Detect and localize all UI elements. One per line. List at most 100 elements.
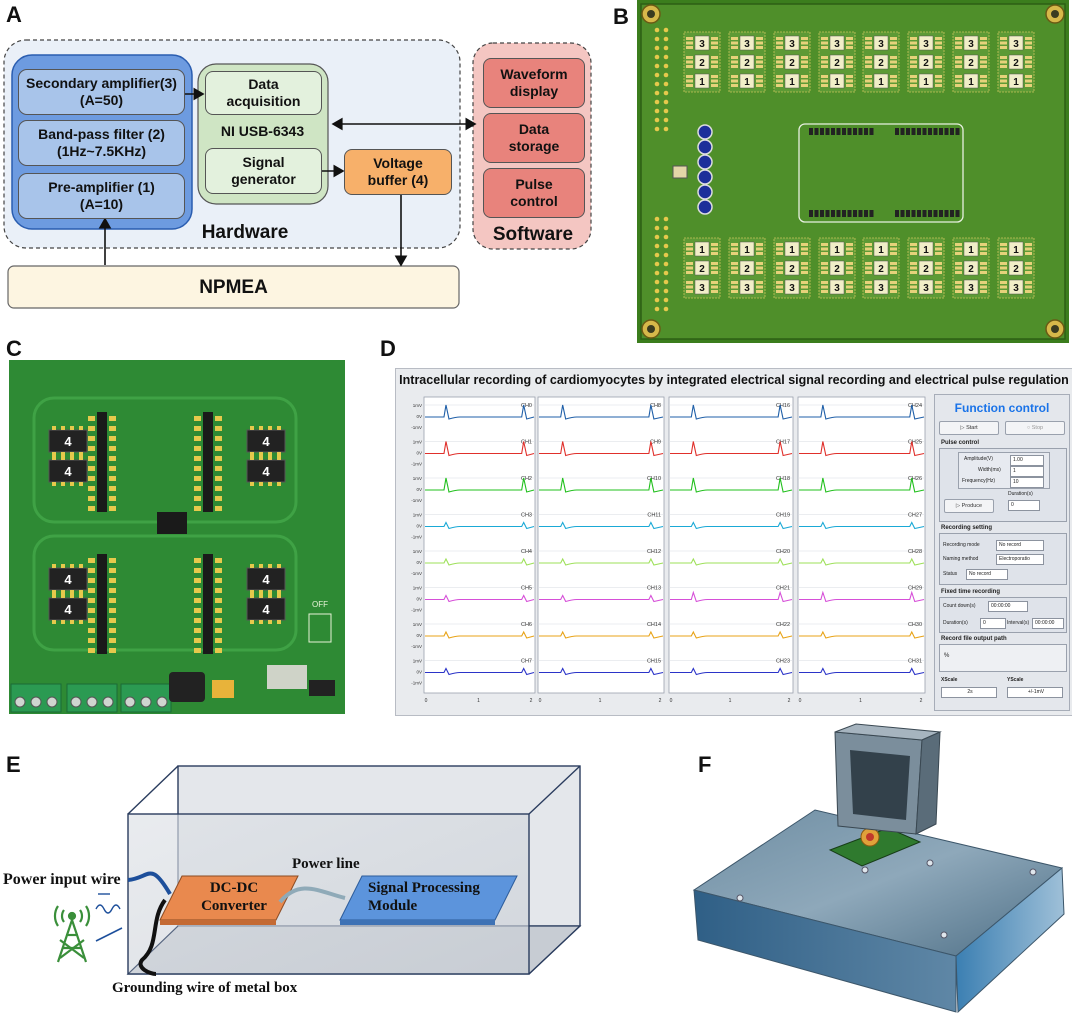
amplifier-module: 123 bbox=[907, 237, 945, 299]
naming-method-select[interactable]: Electroporatio bbox=[996, 554, 1044, 565]
module-chip bbox=[1008, 260, 1024, 276]
x-tick-label: 0 bbox=[425, 698, 428, 704]
channel-trace bbox=[799, 404, 925, 420]
smd-pad bbox=[756, 46, 763, 49]
channel-label: CH1 bbox=[521, 440, 532, 446]
ic-pin bbox=[268, 564, 272, 568]
smd-pad bbox=[756, 262, 763, 265]
output-path-field[interactable]: % bbox=[939, 644, 1067, 672]
xscale-select[interactable]: 2s bbox=[941, 687, 997, 698]
ic-pin bbox=[52, 564, 56, 568]
y-tick-label: 1mV bbox=[413, 403, 422, 408]
module-chip bbox=[784, 73, 800, 89]
smd-pad bbox=[1000, 65, 1007, 68]
smd-pad bbox=[846, 247, 853, 251]
header-pin bbox=[955, 210, 960, 217]
channel-trace bbox=[539, 404, 664, 420]
frequency-input[interactable]: 10 bbox=[1010, 477, 1044, 488]
smd-pad bbox=[910, 60, 917, 64]
channel-trace bbox=[425, 630, 535, 639]
smd-pad bbox=[821, 285, 828, 289]
smd-pad bbox=[801, 60, 808, 64]
channel-trace bbox=[425, 477, 535, 493]
function-control-panel: Function control ▷ Start ○ Stop Pulse co… bbox=[934, 394, 1070, 711]
smd-pad bbox=[801, 266, 808, 270]
edge-pad bbox=[654, 27, 660, 33]
smd-pad bbox=[910, 243, 917, 246]
smd-pad bbox=[890, 60, 897, 64]
module-chip-number: 2 bbox=[789, 58, 795, 69]
smd-pad bbox=[801, 79, 808, 83]
recording-mode-select[interactable]: No record bbox=[996, 540, 1044, 551]
smd-pad bbox=[935, 37, 942, 40]
yscale-select[interactable]: +/-1mV bbox=[1007, 687, 1063, 698]
module-chip-number: 3 bbox=[699, 39, 705, 50]
module-chip-number: 2 bbox=[789, 264, 795, 275]
y-tick-label: -1mV bbox=[411, 498, 422, 503]
smd-pad bbox=[776, 247, 783, 251]
header-pin bbox=[928, 210, 932, 217]
interval-input[interactable]: 00:00:00 bbox=[1032, 618, 1064, 629]
amplitude-input[interactable]: 1.00 bbox=[1010, 455, 1044, 466]
amplifier-module: 321 bbox=[997, 31, 1035, 93]
edge-pad bbox=[654, 216, 660, 222]
smd-pad bbox=[955, 271, 962, 274]
channel-trace bbox=[670, 404, 793, 420]
x-tick-label: 2 bbox=[659, 698, 662, 704]
amplifier-module: 321 bbox=[728, 31, 766, 93]
terminal-screw bbox=[46, 696, 58, 708]
fixed-duration-input[interactable]: 0 bbox=[980, 618, 1006, 629]
dcdc-converter-label: DC-DC Converter bbox=[188, 879, 280, 915]
ic-pin bbox=[250, 482, 254, 486]
smd-pad bbox=[935, 266, 942, 270]
smd-pad bbox=[890, 271, 897, 274]
produce-button[interactable]: ▷ Produce bbox=[944, 499, 994, 513]
y-tick-label: 0V bbox=[416, 524, 422, 529]
module-chip bbox=[873, 279, 889, 295]
resistor-pad bbox=[88, 638, 95, 643]
bandpass-filter-block: Band-pass filter (2) (1Hz~7.5KHz) bbox=[18, 120, 185, 166]
amplifier-module: 321 bbox=[818, 31, 856, 93]
channel-trace bbox=[425, 521, 535, 530]
smd-pad bbox=[711, 243, 718, 246]
smd-pad bbox=[801, 243, 808, 246]
width-input[interactable]: 1 bbox=[1010, 466, 1044, 477]
capacitor bbox=[697, 184, 713, 200]
resistor-pad bbox=[109, 486, 116, 491]
channel-label: CH28 bbox=[908, 549, 922, 555]
pcb-c-off-label: OFF bbox=[312, 600, 328, 609]
smd-pad bbox=[846, 262, 853, 265]
smd-pad bbox=[821, 290, 828, 293]
start-button[interactable]: ▷ Start bbox=[939, 421, 999, 435]
smd-pad bbox=[731, 41, 738, 45]
resistor-pad bbox=[109, 436, 116, 441]
smd-pad bbox=[955, 285, 962, 289]
resistor-array bbox=[203, 554, 213, 654]
smd-pad bbox=[1025, 56, 1032, 59]
duration-input[interactable]: 0 bbox=[1008, 500, 1040, 511]
resistor-pad bbox=[194, 628, 201, 633]
smd-pad bbox=[731, 46, 738, 49]
header-pin bbox=[809, 128, 813, 135]
recording-setting-group: Recording mode No record Naming method E… bbox=[939, 533, 1067, 585]
smd-pad bbox=[865, 247, 872, 251]
stop-button[interactable]: ○ Stop bbox=[1005, 421, 1065, 435]
smd-pad bbox=[955, 281, 962, 284]
resistor-pad bbox=[109, 608, 116, 613]
smd-pad bbox=[910, 65, 917, 68]
smd-pad bbox=[711, 285, 718, 289]
resistor-pad bbox=[88, 466, 95, 471]
ic-pin bbox=[61, 590, 65, 594]
edge-pad bbox=[654, 297, 660, 303]
ic-pin bbox=[250, 620, 254, 624]
channel-label: CH11 bbox=[647, 513, 661, 519]
smd-pad bbox=[821, 56, 828, 59]
module-chip-number: 2 bbox=[744, 264, 750, 275]
smd-pad bbox=[1000, 46, 1007, 49]
module-chip-number: 3 bbox=[834, 39, 840, 50]
channel-label: CH0 bbox=[521, 403, 532, 409]
smd-pad bbox=[910, 46, 917, 49]
header-pin bbox=[847, 128, 852, 135]
module-chip bbox=[873, 241, 889, 257]
smd-pad bbox=[711, 65, 718, 68]
